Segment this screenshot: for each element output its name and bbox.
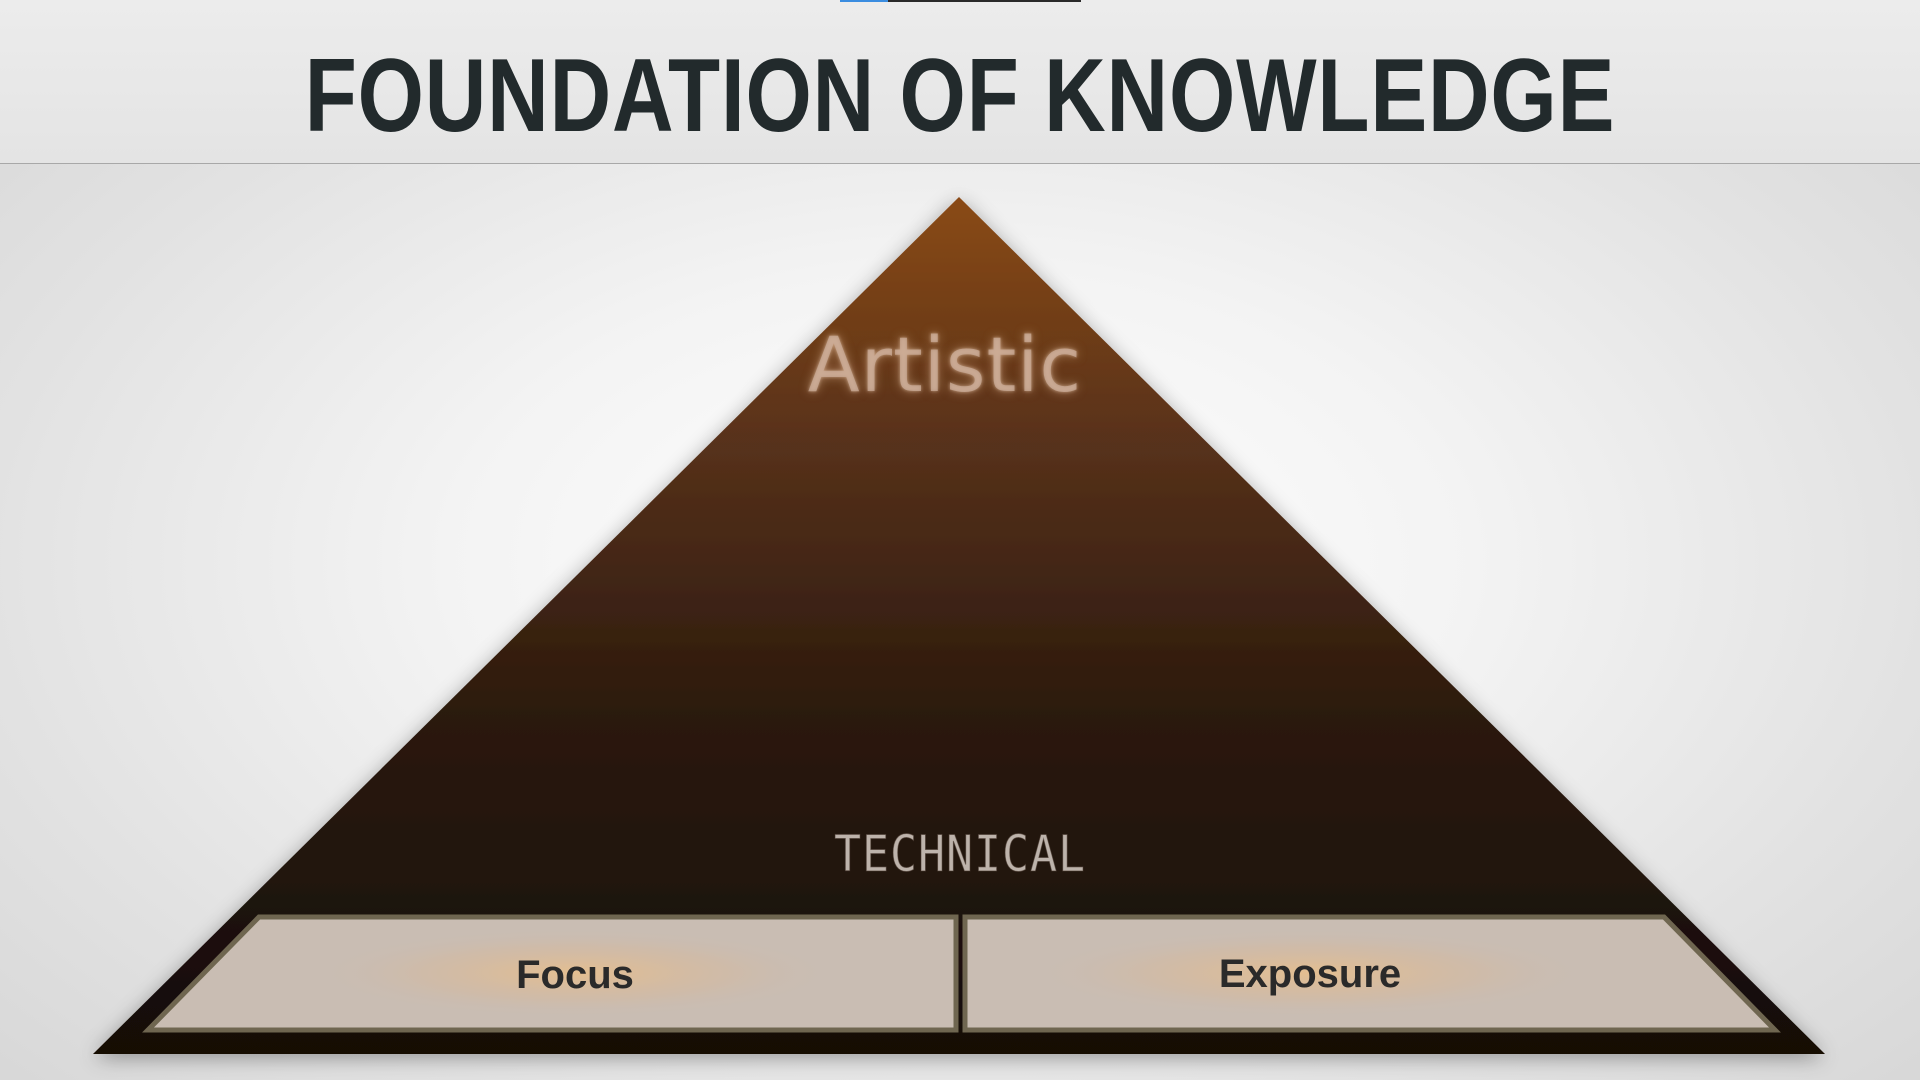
base-block-exposure-label: Exposure <box>1218 952 1402 996</box>
slide-header <box>0 0 1920 164</box>
slide-progress-bar <box>840 0 1081 2</box>
slide-title: FOUNDATION OF KNOWLEDGE <box>304 38 1616 154</box>
pyramid-middle-label: TECHNICAL <box>834 825 1086 884</box>
pyramid-top-label: Artistic <box>807 320 1083 409</box>
base-block-focus <box>142 914 959 1033</box>
base-block-focus-label: Focus <box>516 953 634 997</box>
slide-progress-fill <box>840 0 889 2</box>
base-block-exposure <box>962 914 1781 1033</box>
pyramid-body <box>93 197 1825 1054</box>
